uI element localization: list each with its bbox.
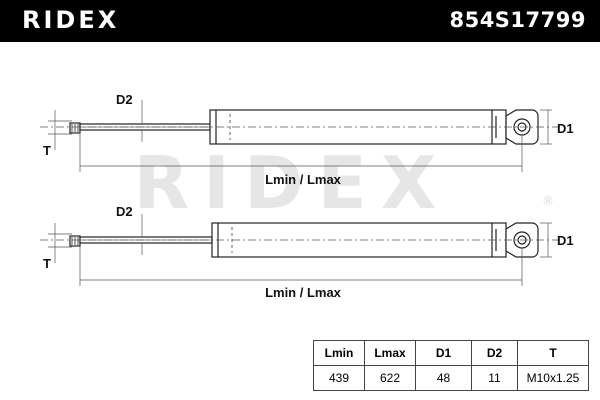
spec-value-row: 439 622 48 11 M10x1.25 — [313, 365, 589, 391]
spec-value-d2: 11 — [471, 365, 518, 391]
dimension-lines-bottom — [40, 214, 560, 286]
spec-header-d2: D2 — [471, 340, 518, 366]
spec-value-t: M10x1.25 — [517, 365, 589, 391]
watermark-registered-mark: ® — [542, 194, 554, 208]
specification-table: Lmin Lmax D1 D2 T 439 622 48 11 M10x1.25 — [313, 340, 589, 391]
header-bar: RIDEX 854S17799 — [0, 0, 600, 42]
label-t-bottom: T — [43, 256, 51, 271]
label-d1-top: D1 — [557, 121, 574, 136]
label-t-top: T — [43, 143, 51, 158]
watermark-logo: RIDEX — [134, 141, 451, 225]
spec-value-lmax: 622 — [364, 365, 416, 391]
shock-absorber-drawing: RIDEX ® — [40, 92, 574, 300]
spec-value-lmin: 439 — [313, 365, 365, 391]
spec-header-d1: D1 — [415, 340, 472, 366]
label-d1-bottom: D1 — [557, 233, 574, 248]
label-length-bottom: Lmin / Lmax — [265, 285, 342, 300]
dimension-lines-top — [40, 100, 560, 172]
spec-header-row: Lmin Lmax D1 D2 T — [313, 340, 589, 366]
part-number: 854S17799 — [449, 8, 586, 32]
label-length-top: Lmin / Lmax — [265, 172, 342, 187]
label-d2-bottom: D2 — [116, 204, 133, 219]
brand-logo: RIDEX — [22, 6, 120, 34]
label-d2-top: D2 — [116, 92, 133, 107]
spec-value-d1: 48 — [415, 365, 472, 391]
spec-header-lmin: Lmin — [313, 340, 365, 366]
spec-header-lmax: Lmax — [364, 340, 416, 366]
spec-header-t: T — [517, 340, 589, 366]
